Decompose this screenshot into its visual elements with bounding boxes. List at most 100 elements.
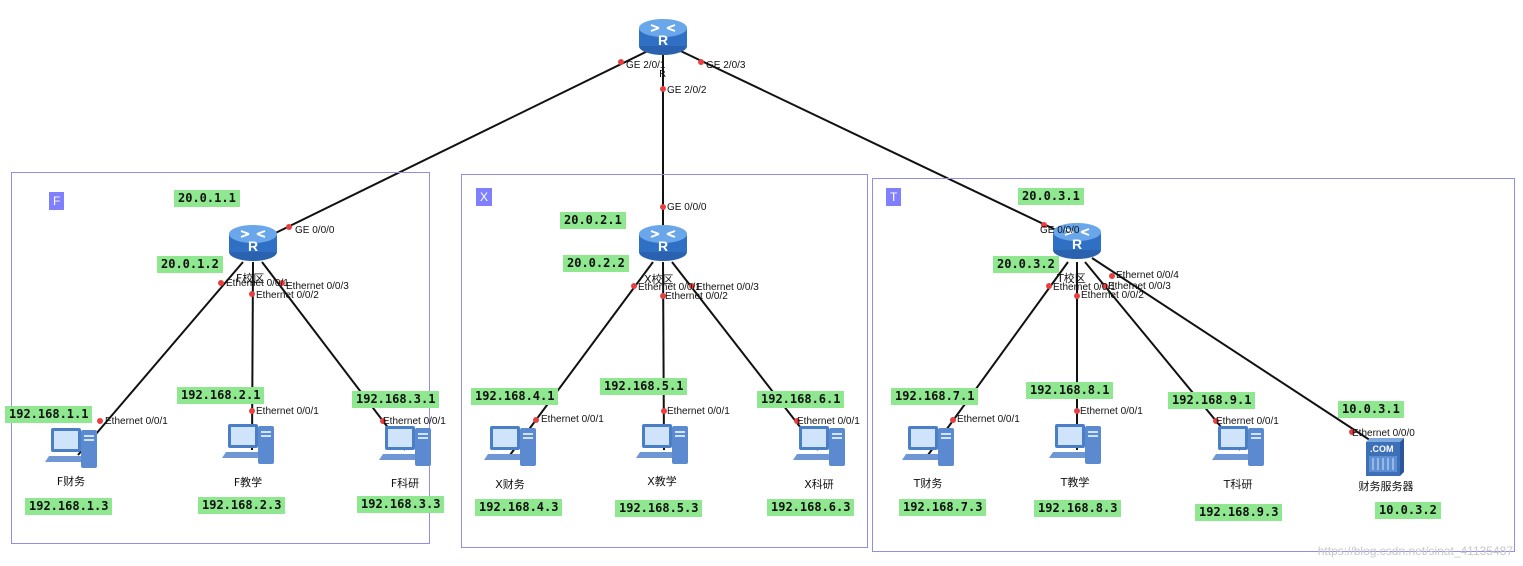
port-label: Ethernet 0/0/3 bbox=[286, 281, 349, 292]
svg-text:R: R bbox=[248, 238, 258, 254]
port-dot bbox=[218, 280, 224, 286]
pc-icon bbox=[636, 424, 688, 464]
port-dot bbox=[1046, 283, 1052, 289]
link-core-f bbox=[254, 44, 661, 244]
port-dot bbox=[660, 86, 666, 92]
port-label: GE 0/0/0 bbox=[1040, 225, 1080, 236]
port-label: Ethernet 0/0/1 bbox=[541, 414, 604, 425]
pc-t-teaching-label: T教学 bbox=[1060, 476, 1090, 489]
pc-icon bbox=[484, 426, 536, 466]
port-label: Ethernet 0/0/4 bbox=[1116, 270, 1179, 281]
port-label: Ethernet 0/0/1 bbox=[105, 416, 168, 427]
pc-f-teaching[interactable] bbox=[222, 422, 278, 474]
host-ip: 192.168.4.3 bbox=[475, 499, 563, 516]
port-label: Ethernet 0/0/3 bbox=[696, 282, 759, 293]
port-label: Ethernet 0/0/1 bbox=[1080, 406, 1143, 417]
port-dot bbox=[661, 408, 667, 414]
port-dot bbox=[1074, 293, 1080, 299]
pc-x-teaching[interactable] bbox=[636, 422, 692, 474]
pc-x-finance-label: X财务 bbox=[495, 478, 525, 491]
port-label: Ethernet 0/0/1 bbox=[1053, 282, 1116, 293]
svg-text:R: R bbox=[1072, 236, 1082, 252]
router-x-label: X校区 bbox=[644, 273, 674, 286]
pc-x-finance[interactable] bbox=[484, 424, 540, 476]
gateway-ip: 192.168.4.1 bbox=[471, 388, 559, 405]
port-label: Ethernet 0/0/2 bbox=[1081, 290, 1144, 301]
pc-icon bbox=[45, 428, 97, 468]
port-label: Ethernet 0/0/3 bbox=[1108, 281, 1171, 292]
gateway-ip: 192.168.3.1 bbox=[352, 391, 440, 408]
host-ip: 192.168.3.3 bbox=[357, 496, 445, 513]
finance-server-label: 财务服务器 bbox=[1358, 480, 1414, 493]
host-ip: 192.168.9.3 bbox=[1195, 504, 1283, 521]
port-label: Ethernet 0/0/1 bbox=[638, 282, 701, 293]
zone-tag-t: T bbox=[886, 188, 902, 206]
port-dot bbox=[1074, 408, 1080, 414]
host-ip: 192.168.5.3 bbox=[615, 500, 703, 517]
port-label: Ethernet 0/0/2 bbox=[665, 291, 728, 302]
pc-t-finance[interactable] bbox=[902, 424, 958, 476]
wan-ip-bottom-f: 20.0.1.2 bbox=[157, 256, 223, 273]
link-t-pc1 bbox=[927, 261, 1069, 456]
link-x-pc1 bbox=[509, 261, 654, 456]
port-dot bbox=[618, 59, 624, 65]
pc-t-research-label: T科研 bbox=[1223, 478, 1253, 491]
host-ip: 192.168.6.3 bbox=[767, 499, 855, 516]
link-f-pc1 bbox=[77, 261, 244, 456]
port-dot bbox=[950, 417, 956, 423]
router-icon: R bbox=[229, 225, 277, 261]
port-dot bbox=[380, 418, 386, 424]
port-dot bbox=[249, 408, 255, 414]
router-x[interactable]: R bbox=[638, 222, 688, 266]
svg-text:R: R bbox=[658, 32, 668, 48]
wan-ip-bottom-x: 20.0.2.2 bbox=[563, 255, 629, 272]
port-dot bbox=[1102, 283, 1108, 289]
router-f[interactable]: R bbox=[228, 222, 278, 266]
pc-t-teaching[interactable] bbox=[1049, 422, 1105, 474]
pc-f-finance[interactable] bbox=[45, 426, 101, 478]
port-dot bbox=[533, 417, 539, 423]
core-router[interactable]: R bbox=[638, 16, 688, 60]
host-ip: 192.168.1.3 bbox=[25, 498, 113, 515]
port-dot bbox=[279, 280, 285, 286]
pc-icon bbox=[379, 426, 431, 466]
port-dot bbox=[631, 283, 637, 289]
router-icon: R bbox=[639, 19, 687, 55]
router-t[interactable]: R bbox=[1052, 220, 1102, 264]
port-label: GE 0/0/0 bbox=[667, 202, 707, 213]
host-ip: 192.168.2.3 bbox=[198, 497, 286, 514]
zone-f bbox=[11, 172, 430, 544]
zone-x bbox=[461, 174, 868, 548]
pc-icon bbox=[793, 426, 845, 466]
zone-tag-x: X bbox=[476, 188, 493, 206]
port-dot bbox=[794, 418, 800, 424]
pc-x-teaching-label: X教学 bbox=[647, 475, 677, 488]
gateway-ip: 192.168.2.1 bbox=[177, 387, 265, 404]
pc-t-finance-label: T财务 bbox=[913, 477, 943, 490]
port-dot bbox=[1213, 418, 1219, 424]
port-dot bbox=[249, 291, 255, 297]
gateway-ip: 192.168.8.1 bbox=[1026, 382, 1114, 399]
port-label: GE 0/0/0 bbox=[295, 225, 335, 236]
pc-f-finance-label: F财务 bbox=[56, 475, 86, 488]
pc-f-research-label: F科研 bbox=[390, 477, 420, 490]
finance-server[interactable]: .COM bbox=[1364, 438, 1404, 482]
wan-ip-top-t: 20.0.3.1 bbox=[1018, 188, 1084, 205]
svg-text:R: R bbox=[658, 238, 668, 254]
router-f-label: F校区 bbox=[236, 272, 265, 285]
zone-tag-f: F bbox=[49, 192, 65, 210]
pc-icon bbox=[222, 424, 274, 464]
host-ip: 192.168.7.3 bbox=[899, 499, 987, 516]
gateway-ip: 192.168.9.1 bbox=[1168, 392, 1256, 409]
wan-ip-top-f: 20.0.1.1 bbox=[174, 190, 240, 207]
port-dot bbox=[698, 59, 704, 65]
pc-f-research[interactable] bbox=[379, 424, 435, 476]
server-badge: .COM bbox=[1370, 444, 1394, 454]
gateway-ip: 192.168.5.1 bbox=[600, 378, 688, 395]
pc-x-research[interactable] bbox=[793, 424, 849, 476]
pc-t-research[interactable] bbox=[1212, 424, 1268, 476]
link-t-server bbox=[1091, 257, 1386, 451]
port-label: Ethernet 0/0/1 bbox=[797, 416, 860, 427]
port-dot bbox=[689, 283, 695, 289]
